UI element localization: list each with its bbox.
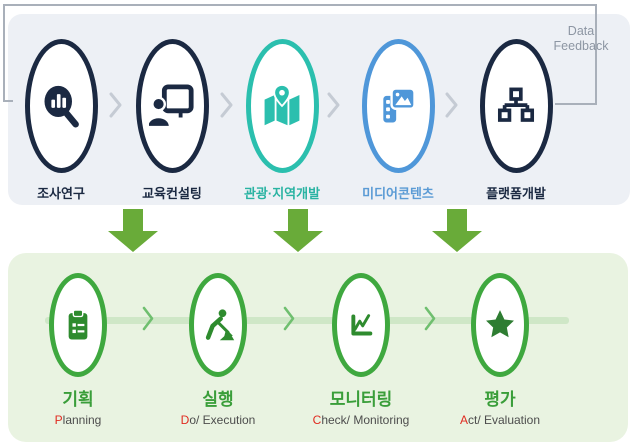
chevron-right-icon [283,306,295,331]
chevron-right-icon [327,92,340,118]
plan-label-en: Planning [54,413,102,427]
chevron-right-icon [109,92,122,118]
check-label-en: Check/ Monitoring [312,413,410,427]
research-circle [24,39,98,173]
station-platform-development: 플랫폼개발 [456,39,576,202]
station-tourism-development: 관광·지역개발 [222,39,342,202]
down-arrow-icon [432,209,482,252]
tourism-label: 관광·지역개발 [243,186,321,201]
check-label-ko: 모니터링 [329,390,393,409]
sitemap-icon [497,87,535,122]
platform-circle [479,39,553,173]
act-label-ko: 평가 [484,390,516,409]
chevron-right-icon [142,306,154,331]
station-research: 조사연구 [1,39,121,202]
station-act: 평가 Act/ Evaluation [425,273,575,427]
plan-label-ko: 기획 [62,390,94,409]
research-label: 조사연구 [37,186,85,201]
chevron-right-icon [220,92,233,118]
education-circle [135,39,209,173]
chevron-right-icon [424,306,436,331]
do-label-en: Do/ Execution [180,413,256,427]
station-do: 실행 Do/ Execution [143,273,293,427]
act-circle [471,273,529,377]
media-label: 미디어콘텐츠 [362,186,434,201]
act-label-en: Act/ Evaluation [459,413,541,427]
station-education-consulting: 교육컨설팅 [112,39,232,202]
line-chart-icon [351,314,373,336]
pdca-flow-line [45,317,569,324]
platform-label: 플랫폼개발 [486,186,546,201]
do-label-ko: 실행 [202,390,234,409]
station-plan: 기획 Planning [3,273,153,427]
clipboard-icon [68,309,88,340]
check-circle [332,273,390,377]
presentation-trainer-icon [149,84,194,129]
chevron-right-icon [445,92,458,118]
search-chart-icon [44,85,79,128]
film-photo-icon [383,87,416,123]
station-check: 모니터링 Check/ Monitoring [286,273,436,427]
digging-worker-icon [205,309,235,341]
tourism-circle [245,39,319,173]
station-media-contents: 미디어콘텐츠 [338,39,458,202]
down-arrow-icon [108,209,158,252]
plan-circle [49,273,107,377]
data-feedback-line2: Feedback [553,39,609,53]
map-pin-icon [264,83,300,126]
education-label: 교육컨설팅 [142,186,202,201]
down-arrow-icon [273,209,323,252]
media-circle [361,39,435,173]
star-icon [486,310,514,338]
do-circle [189,273,247,377]
data-feedback-line1: Data [567,24,595,38]
data-feedback-label: Data Feedback [548,24,614,54]
